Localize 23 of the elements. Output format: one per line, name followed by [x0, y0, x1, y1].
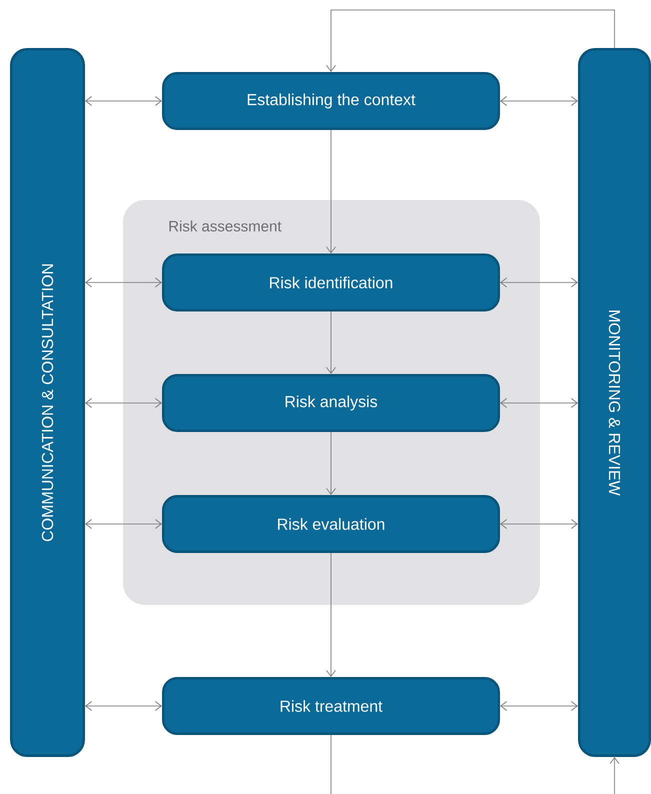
arrow — [326, 311, 336, 374]
process-box: Risk analysis — [162, 374, 500, 432]
arrow — [500, 398, 578, 408]
process-box: Risk identification — [162, 254, 500, 312]
arrow — [500, 96, 578, 106]
arrow — [85, 398, 162, 408]
arrow — [500, 278, 578, 288]
arrow — [85, 278, 162, 288]
arrow — [85, 519, 162, 529]
arrow — [500, 701, 578, 711]
vertical-bar: MONITORING & REVIEW — [578, 48, 651, 757]
arrow — [610, 757, 620, 794]
arrow — [326, 432, 336, 495]
process-box: Risk treatment — [162, 677, 500, 735]
arrow — [326, 10, 615, 72]
process-box: Risk evaluation — [162, 495, 500, 553]
vertical-bar: COMMUNICATION & CONSULTATION — [10, 48, 85, 757]
arrow — [500, 519, 578, 529]
arrow — [85, 701, 162, 711]
arrow — [326, 552, 336, 677]
process-box: Establishing the context — [162, 72, 500, 130]
arrow — [326, 130, 336, 254]
arrow — [85, 96, 162, 106]
